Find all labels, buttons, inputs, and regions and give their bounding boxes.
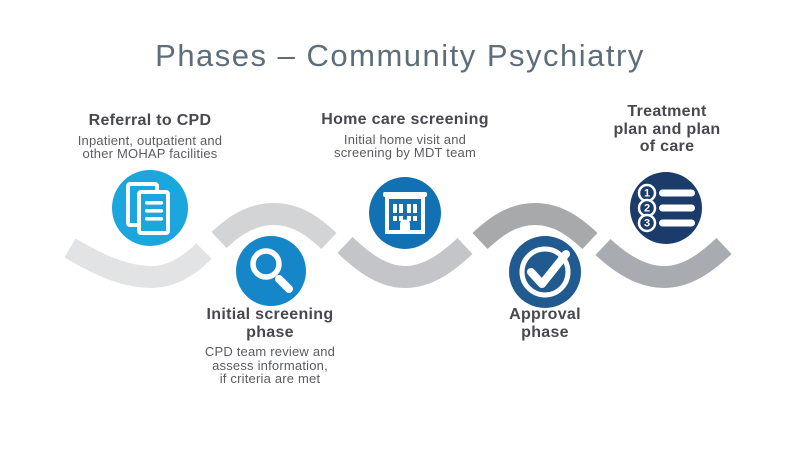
phase-subtitle: Initial home visit and screening by MDT … [334,131,476,160]
wave-segment-valley-1 [64,238,212,289]
documents-icon [112,170,188,246]
building-icon [369,177,441,249]
check-ring [519,246,571,298]
page-title: Phases – Community Psychiatry [155,38,645,73]
phase-3-circle [369,177,441,249]
building-door [400,219,410,230]
phase-2-circle [236,236,306,306]
list-number-3: 3 [644,218,650,230]
phase-block-initial-screening: Initial screening phase CPD team review … [140,306,400,386]
checkmark-icon [509,236,581,308]
wave-segment-valley-3 [595,237,732,289]
list-number-1: 1 [644,188,650,200]
phase-subtitle: CPD team review and assess information, … [204,344,336,386]
wave-segment-crest-2 [472,202,598,250]
magnifier-handle [275,275,293,293]
phase-block-home-care: Home care screening Initial home visit a… [275,111,535,160]
check-mark [527,250,570,288]
wave-segment-valley-2 [337,236,473,289]
building-windows-row-1 [393,204,417,213]
phase-block-referral: Referral to CPD Inpatient, outpatient an… [20,112,280,161]
phase-heading: Approval phase [509,306,581,341]
phase-heading: Referral to CPD [88,112,212,129]
phase-block-treatment-plan: Treatment plan and plan of care [547,103,787,156]
numbered-list-icon: 1 2 3 [630,172,702,244]
magnifier-icon [236,236,306,306]
list-row-3: 3 [637,213,695,233]
wave-ribbon [64,202,732,289]
magnifier-lens [250,248,282,280]
list-row-2: 2 [637,198,695,218]
building-windows-row-2 [393,216,417,221]
phase-block-approval: Approval phase [415,306,675,341]
phase-heading: Initial screening phase [206,306,334,341]
phase-heading: Treatment plan and plan of care [613,103,721,155]
phase-subtitle: Inpatient, outpatient and other MOHAP fa… [77,132,223,161]
phase-heading: Home care screening [321,111,489,128]
building-body [385,195,425,234]
list-number-2: 2 [644,203,650,215]
wave-segment-crest-1 [211,202,337,250]
page-text-lines [145,201,163,221]
